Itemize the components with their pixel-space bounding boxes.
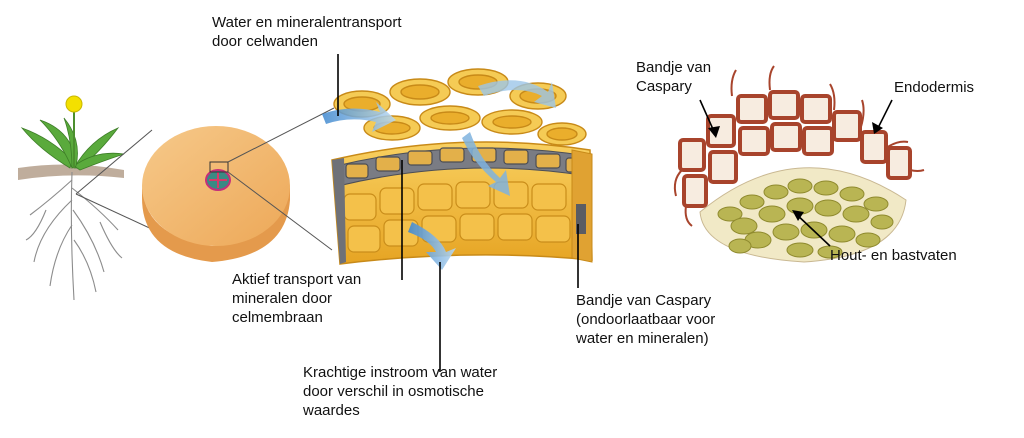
plant-illustration [18,95,125,301]
xylem-phloem-vessels [717,178,894,259]
cortex-fibers [673,65,925,227]
plant-roots [25,171,123,301]
water-arrow-top-right [478,80,556,108]
endodermis-cutaway [673,65,925,263]
label-xylem-phloem: Hout- en bastvaten [830,247,957,264]
label-endodermis: Endodermis [894,79,975,96]
cell-tissue-block [322,68,593,270]
disk-side [142,182,290,262]
endodermis-cells [345,147,585,179]
label-casparian-strip-main: Bandje van Caspary (ondoorlaatbaar voor … [576,292,716,347]
leader-arrowheads [708,122,883,221]
root-disk [142,126,290,262]
vascular-cross [209,172,227,188]
arrowhead-xylem-phloem [792,210,804,221]
zoom-lines-disk-to-cells [227,107,335,251]
label-water-mineral-transport: Water en mineralentransport door celwand… [212,14,402,50]
arrowhead-casparian-top [708,126,720,138]
soil-surface [18,164,124,180]
zoom-box [209,161,229,173]
cortex-cells [343,181,571,253]
endodermis-cells-ring [678,90,912,208]
label-casparian-strip-top: Bandje van Caspary [636,59,712,95]
left-wall [332,158,346,264]
top-cell-tubes [333,68,587,146]
casparian-strip-side [576,204,586,234]
water-flow-arrows [322,80,556,270]
arrowhead-endodermis [872,122,883,134]
water-arrow-inward [462,132,510,196]
label-active-transport: Aktief transport van mineralen door celm… [232,271,362,326]
water-arrow-top-left [322,102,396,132]
water-arrow-bottom [408,222,456,270]
label-strong-inflow: Krachtige instroom van water door versch… [303,364,498,419]
flower-head [65,95,83,113]
